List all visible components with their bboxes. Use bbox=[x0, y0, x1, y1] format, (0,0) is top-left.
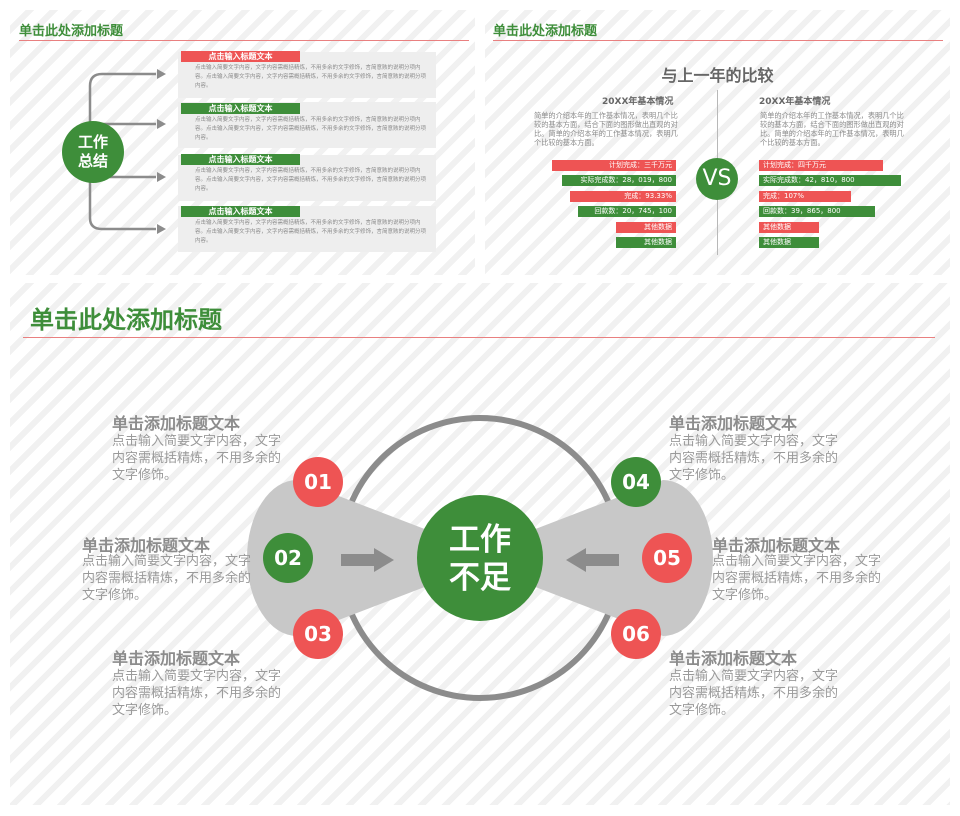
slide-work-shortcomings: 单击此处添加标题 工作 不足 01 02 03 04 05 06 单击添加标题文… bbox=[10, 283, 950, 805]
left-bar-4[interactable]: 回款数：20，745，100 bbox=[578, 206, 676, 217]
summary-center-line1: 工作 bbox=[77, 133, 108, 151]
summary-center-line2: 总结 bbox=[77, 152, 108, 170]
item-01-body[interactable]: 点击输入简要文字内容，文字内容需概括精炼，不用多余的文字修饰。 bbox=[112, 434, 282, 483]
left-bar-6[interactable]: 其他数据 bbox=[616, 237, 676, 248]
item-05-body[interactable]: 点击输入简要文字内容，文字内容需概括精炼，不用多余的文字修饰。 bbox=[712, 554, 882, 603]
arrow-head-1 bbox=[157, 69, 166, 79]
left-bar-2[interactable]: 实际完成数：28，019，800 bbox=[562, 175, 676, 186]
right-bar-6[interactable]: 其他数据 bbox=[759, 237, 819, 248]
comparison-subtitle[interactable]: 与上一年的比较 bbox=[661, 66, 774, 85]
right-bar-1[interactable]: 计划完成：四千万元 bbox=[759, 160, 883, 171]
summary-item-1-heading[interactable]: 点击输入标题文本 bbox=[181, 51, 300, 62]
summary-item-2-heading[interactable]: 点击输入标题文本 bbox=[181, 103, 300, 114]
left-year-description[interactable]: 简单的介绍本年的工作基本情况，表明几个比较的基本方面，结合下面的图形做出直观的对… bbox=[534, 111, 678, 147]
slide3-title-rule bbox=[23, 337, 935, 338]
summary-item-2-body[interactable]: 点击输入简要文字内容，文字内容需概括精炼，不用多余的文字修饰，言简意赅的说明分项… bbox=[195, 117, 427, 141]
slide-work-summary: 单击此处添加标题 工作 总结 点击输入标题文本 点击输入简要文字内容，文字内容需… bbox=[10, 10, 475, 275]
right-bar-5[interactable]: 其他数据 bbox=[759, 222, 819, 233]
shortcoming-center-line2: 不足 bbox=[449, 560, 511, 596]
slide3-title[interactable]: 单击此处添加标题 bbox=[30, 306, 222, 334]
slide-year-comparison: 单击此处添加标题 与上一年的比较 20XX年基本情况 简单的介绍本年的工作基本情… bbox=[485, 10, 950, 275]
left-bar-1[interactable]: 计划完成：三千万元 bbox=[552, 160, 676, 171]
summary-item-4-body[interactable]: 点击输入简要文字内容，文字内容需概括精炼，不用多余的文字修饰，言简意赅的说明分项… bbox=[195, 220, 427, 244]
left-bar-3[interactable]: 完成：93.33% bbox=[570, 191, 676, 202]
arrow-head-3 bbox=[157, 172, 166, 182]
node-01[interactable]: 01 bbox=[293, 457, 343, 507]
node-04[interactable]: 04 bbox=[611, 457, 661, 507]
arrow-head-2 bbox=[157, 119, 166, 129]
slide2-title-rule bbox=[493, 40, 943, 41]
slide2-title[interactable]: 单击此处添加标题 bbox=[493, 24, 598, 39]
hub-diagram bbox=[247, 415, 713, 701]
item-03-heading[interactable]: 单击添加标题文本 bbox=[112, 649, 241, 668]
right-year-heading[interactable]: 20XX年基本情况 bbox=[759, 97, 831, 107]
slide1-title[interactable]: 单击此处添加标题 bbox=[19, 24, 124, 39]
right-year-description[interactable]: 简单的介绍本年的工作基本情况，表明几个比较的基本方面，结合下面的图形做出直观的对… bbox=[760, 111, 904, 147]
item-04-body[interactable]: 点击输入简要文字内容，文字内容需概括精炼，不用多余的文字修饰。 bbox=[669, 434, 839, 483]
item-02-heading[interactable]: 单击添加标题文本 bbox=[82, 536, 211, 555]
item-05-heading[interactable]: 单击添加标题文本 bbox=[712, 536, 841, 555]
right-bar-3[interactable]: 完成：107% bbox=[759, 191, 851, 202]
node-02[interactable]: 02 bbox=[263, 533, 313, 583]
summary-item-3-body[interactable]: 点击输入简要文字内容，文字内容需概括精炼，不用多余的文字修饰，言简意赅的说明分项… bbox=[195, 168, 427, 192]
summary-item-1-body[interactable]: 点击输入简要文字内容，文字内容需概括精炼，不用多余的文字修饰，言简意赅的说明分项… bbox=[195, 65, 427, 89]
summary-item-4-heading[interactable]: 点击输入标题文本 bbox=[181, 206, 300, 217]
node-06[interactable]: 06 bbox=[611, 609, 661, 659]
left-arrow-icon bbox=[566, 548, 619, 572]
vs-circle: VS bbox=[696, 158, 738, 200]
shortcoming-center-circle: 工作 不足 bbox=[417, 495, 543, 621]
vs-label: VS bbox=[702, 166, 732, 191]
node-03[interactable]: 03 bbox=[293, 609, 343, 659]
item-03-body[interactable]: 点击输入简要文字内容，文字内容需概括精炼，不用多余的文字修饰。 bbox=[112, 669, 282, 718]
summary-item-3-heading[interactable]: 点击输入标题文本 bbox=[181, 154, 300, 165]
item-04-heading[interactable]: 单击添加标题文本 bbox=[669, 414, 798, 433]
item-06-body[interactable]: 点击输入简要文字内容，文字内容需概括精炼，不用多余的文字修饰。 bbox=[669, 669, 839, 718]
summary-center-circle: 工作 总结 bbox=[62, 121, 124, 183]
slide1-title-rule bbox=[19, 40, 469, 41]
item-06-heading[interactable]: 单击添加标题文本 bbox=[669, 649, 798, 668]
left-bar-5[interactable]: 其他数据 bbox=[616, 222, 676, 233]
item-01-heading[interactable]: 单击添加标题文本 bbox=[112, 414, 241, 433]
right-bar-2[interactable]: 实际完成数：42，810，800 bbox=[759, 175, 901, 186]
node-05[interactable]: 05 bbox=[642, 533, 692, 583]
right-bar-4[interactable]: 回款数：39，865，800 bbox=[759, 206, 875, 217]
item-02-body[interactable]: 点击输入简要文字内容，文字内容需概括精炼，不用多余的文字修饰。 bbox=[82, 554, 252, 603]
arrow-head-4 bbox=[157, 224, 166, 234]
right-arrow-icon bbox=[341, 548, 394, 572]
shortcoming-center-line1: 工作 bbox=[449, 522, 511, 558]
left-year-heading[interactable]: 20XX年基本情况 bbox=[602, 97, 674, 107]
